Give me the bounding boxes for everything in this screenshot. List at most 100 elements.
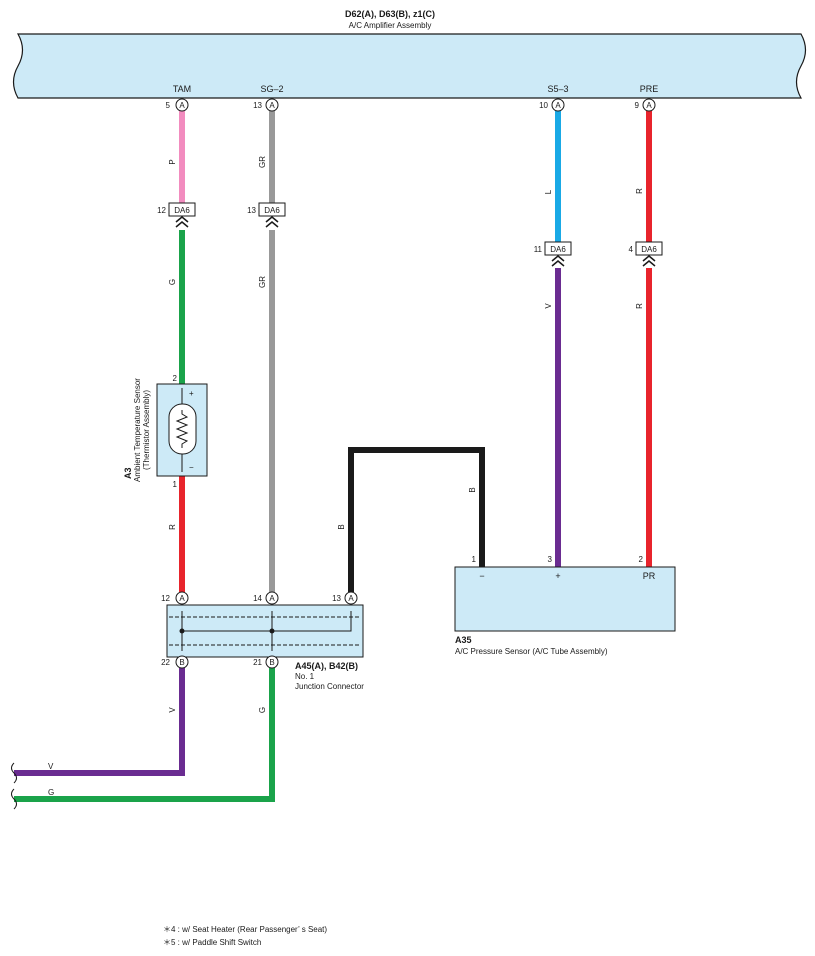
wire-label-b-right: B bbox=[468, 487, 477, 492]
inline-label: DA6 bbox=[641, 245, 657, 254]
junction-connector: 12 A 14 A 13 A 22 B 21 B A45(A), B42(B) … bbox=[161, 591, 364, 691]
junction-pin-bottom-22: 22 B bbox=[161, 655, 189, 669]
pressure-pin-2: 2 bbox=[639, 555, 644, 564]
pressure-sensor-code: A35 bbox=[455, 635, 472, 645]
junction-line2: Junction Connector bbox=[295, 682, 364, 691]
inline-pin: 13 bbox=[247, 206, 256, 215]
terminal-s53-label: S5–3 bbox=[547, 84, 568, 94]
pressure-sensor-name: A/C Pressure Sensor (A/C Tube Assembly) bbox=[455, 647, 608, 656]
wires bbox=[14, 111, 652, 802]
thermistor-minus: − bbox=[189, 463, 194, 472]
junction-code: A45(A), B42(B) bbox=[295, 661, 358, 671]
junction-pin-top-13: 13 A bbox=[332, 591, 358, 605]
junction-pin-top-12: 12 A bbox=[161, 591, 189, 605]
thermistor-pin-top: 2 bbox=[173, 374, 178, 383]
wire-label-gr-lower: GR bbox=[258, 276, 267, 288]
inline-label: DA6 bbox=[550, 245, 566, 254]
pressure-terminal-plus: + bbox=[555, 571, 560, 581]
svg-text:14: 14 bbox=[253, 594, 262, 603]
pressure-pin-1: 1 bbox=[472, 555, 477, 564]
pin-number: 5 bbox=[166, 101, 171, 110]
amplifier-body bbox=[12, 33, 807, 99]
wire-label-r-pre-lower: R bbox=[635, 303, 644, 309]
inline-label: DA6 bbox=[174, 206, 190, 215]
wire-ground bbox=[348, 447, 485, 592]
wire-exit-v bbox=[14, 668, 185, 776]
inline-pin: 12 bbox=[157, 206, 166, 215]
terminal-tam-label: TAM bbox=[173, 84, 191, 94]
resistor-zigzag-icon bbox=[175, 410, 189, 448]
inline-connectors: 12 DA6 13 DA6 11 DA6 4 DA6 bbox=[157, 202, 663, 267]
thermistor-name: Ambient Temperature Sensor bbox=[133, 378, 142, 482]
inline-pin: 4 bbox=[629, 245, 634, 254]
wire-label-v-exit: V bbox=[168, 707, 177, 713]
svg-text:13: 13 bbox=[332, 594, 341, 603]
junction-pin-top-14: 14 A bbox=[253, 591, 279, 605]
footnotes: ＊4 : w/ Seat Heater (Rear Passenger’ s S… bbox=[163, 925, 327, 947]
wire-label-v: V bbox=[544, 303, 553, 309]
wire-label-v-horizontal: V bbox=[48, 762, 54, 771]
wire-break-marks bbox=[11, 762, 17, 810]
svg-text:22: 22 bbox=[161, 658, 170, 667]
wire-label-b-left: B bbox=[337, 524, 346, 529]
pin-sg2: 13 A bbox=[253, 98, 279, 112]
pin-conn-letter: A bbox=[555, 101, 561, 110]
wire-exit-g bbox=[14, 668, 275, 802]
inline-connector-sg: 13 DA6 bbox=[247, 202, 286, 228]
wire-label-g-exit: G bbox=[258, 707, 267, 713]
pressure-pin-3: 3 bbox=[548, 555, 553, 564]
amplifier-code: D62(A), D63(B), z1(C) bbox=[345, 9, 435, 19]
svg-text:21: 21 bbox=[253, 658, 262, 667]
pressure-sensor: 1 3 2 − + PR A35 A/C Pressure Sensor (A/… bbox=[454, 555, 676, 656]
amplifier-assembly: D62(A), D63(B), z1(C) A/C Amplifier Asse… bbox=[12, 9, 807, 99]
junction-pin-bottom-21: 21 B bbox=[253, 655, 279, 669]
chevron-up-icon bbox=[551, 255, 565, 267]
pin-number: 10 bbox=[539, 101, 548, 110]
chevron-up-icon bbox=[265, 216, 279, 228]
pin-conn-letter: A bbox=[269, 101, 275, 110]
inline-label: DA6 bbox=[264, 206, 280, 215]
pressure-terminal-pr: PR bbox=[643, 571, 656, 581]
wire-label-p: P bbox=[168, 159, 177, 164]
wire-label-r: R bbox=[168, 524, 177, 530]
wire-label-g-horizontal: G bbox=[48, 788, 54, 797]
wire-label-gr-upper: GR bbox=[258, 156, 267, 168]
pressure-sensor-body bbox=[454, 566, 676, 632]
wire-label-g: G bbox=[168, 279, 177, 285]
pressure-terminal-minus: − bbox=[479, 571, 484, 581]
wire-label-r-pre-upper: R bbox=[635, 188, 644, 194]
pin-conn-letter: A bbox=[646, 101, 652, 110]
footnote-2: ＊5 : w/ Paddle Shift Switch bbox=[163, 938, 261, 947]
wire-color-labels: P G R GR GR L V R R B B V G V G bbox=[48, 156, 644, 797]
svg-text:B: B bbox=[179, 658, 184, 667]
amplifier-name: A/C Amplifier Assembly bbox=[349, 21, 432, 30]
inline-connector-pre: 4 DA6 bbox=[629, 241, 663, 267]
inline-pin: 11 bbox=[534, 245, 543, 254]
svg-text:A: A bbox=[269, 594, 275, 603]
wire-label-l: L bbox=[544, 189, 553, 194]
pin-number: 9 bbox=[635, 101, 640, 110]
terminal-sg2-label: SG–2 bbox=[260, 84, 283, 94]
pin-tam: 5 A bbox=[166, 98, 189, 112]
thermistor-subname: (Thermistor Assembly) bbox=[142, 390, 151, 470]
thermistor-pin-bottom: 1 bbox=[173, 480, 178, 489]
pin-pre: 9 A bbox=[635, 98, 656, 112]
junction-line1: No. 1 bbox=[295, 672, 315, 681]
footnote-1: ＊4 : w/ Seat Heater (Rear Passenger’ s S… bbox=[163, 925, 327, 934]
amplifier-pins: 5 A 13 A 10 A 9 A bbox=[166, 98, 656, 112]
svg-text:A: A bbox=[348, 594, 354, 603]
pin-number: 13 bbox=[253, 101, 262, 110]
terminal-pre-label: PRE bbox=[640, 84, 659, 94]
chevron-up-icon bbox=[175, 216, 189, 228]
pin-conn-letter: A bbox=[179, 101, 185, 110]
inline-connector-s5: 11 DA6 bbox=[534, 241, 572, 267]
svg-text:12: 12 bbox=[161, 594, 170, 603]
chevron-up-icon bbox=[642, 255, 656, 267]
thermistor-component: 2 1 + − A3 Ambient Temperature Sensor (T… bbox=[123, 374, 208, 489]
thermistor-plus: + bbox=[189, 389, 194, 398]
svg-text:B: B bbox=[269, 658, 274, 667]
pin-s53: 10 A bbox=[539, 98, 565, 112]
inline-connector-tam: 12 DA6 bbox=[157, 202, 196, 228]
thermistor-code: A3 bbox=[123, 467, 133, 479]
